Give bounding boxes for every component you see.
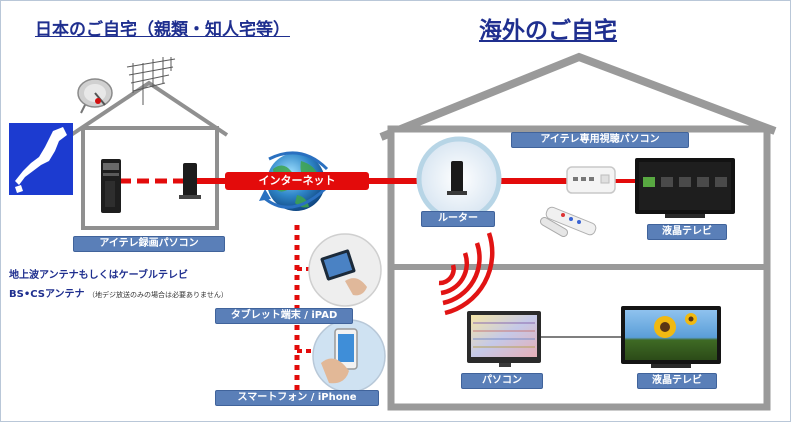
label-viewer-pc: アイテレ専用視聴パソコン xyxy=(511,132,689,148)
remote-controls xyxy=(539,206,597,237)
antenna-bs-cs: BS•CSアンテナ xyxy=(9,289,85,300)
title-home-overseas: 海外のご自宅 xyxy=(479,18,617,44)
label-recorder-pc: アイテレ録画パソコン xyxy=(73,236,225,252)
label-router: ルーター xyxy=(421,211,495,227)
antenna-text-line2: BS•CSアンテナ （地デジ放送のみの場合は必要ありません） xyxy=(9,285,228,300)
label-pc: パソコン xyxy=(461,373,543,389)
antenna-note: （地デジ放送のみの場合は必要ありません） xyxy=(88,291,228,299)
tv-bottom xyxy=(541,306,721,368)
viewer-pc-box xyxy=(566,166,616,194)
satellite-dish xyxy=(77,78,113,114)
title-home-japan: 日本のご自宅（親類・知人宅等） xyxy=(35,20,290,40)
japan-map xyxy=(9,123,73,195)
antenna-text-line1: 地上波アンテナもしくはケーブルテレビ xyxy=(9,270,188,281)
tv-top xyxy=(635,158,735,218)
japan-router-device xyxy=(179,163,201,199)
tv-antenna xyxy=(126,57,176,105)
label-tv-bottom: 液晶テレビ xyxy=(637,373,717,389)
pc-monitor xyxy=(467,311,541,367)
tablet-photo xyxy=(308,233,382,307)
internet-banner: インターネット xyxy=(225,172,369,190)
label-tv-top: 液晶テレビ xyxy=(647,224,727,240)
wifi-signal-icon xyxy=(438,232,495,316)
router-device xyxy=(416,136,502,222)
recorder-pc-tower xyxy=(101,159,121,213)
label-tablet: タブレット端末 / iPAD xyxy=(215,308,353,324)
label-smartphone: スマートフォン / iPhone xyxy=(215,390,379,406)
smartphone-photo xyxy=(312,319,386,393)
